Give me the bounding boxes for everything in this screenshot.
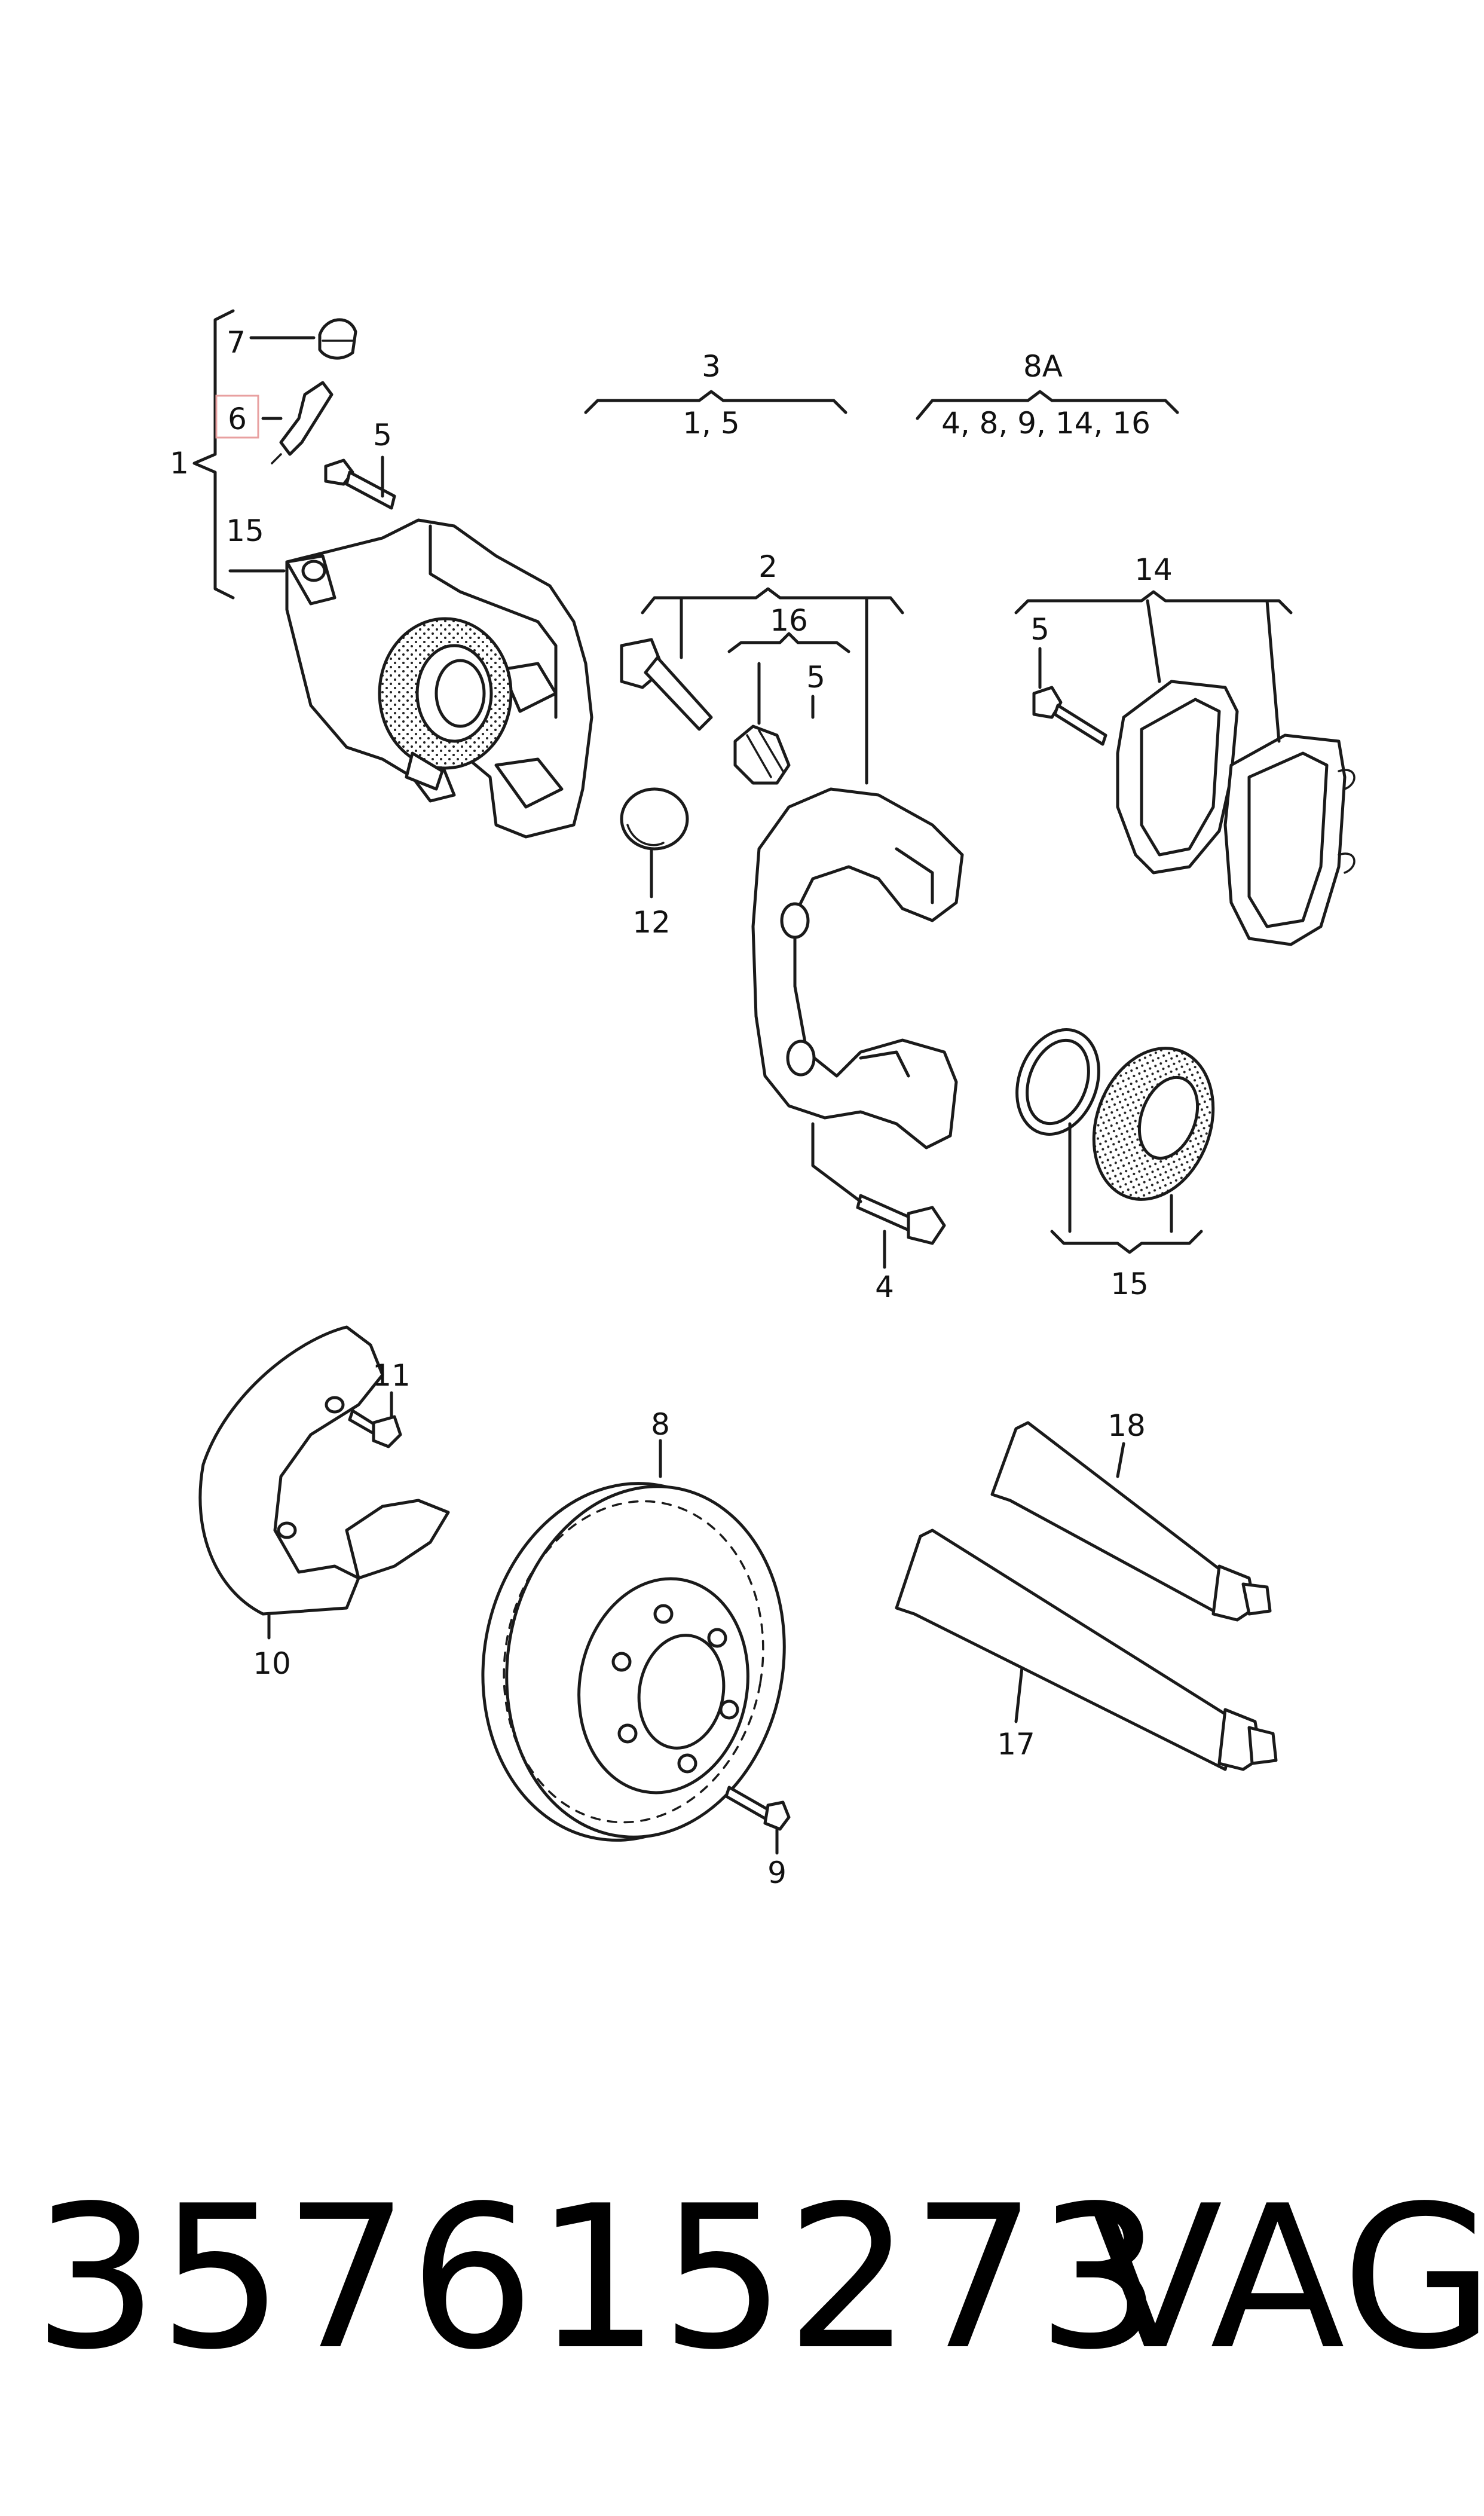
- callout-16: 16: [770, 603, 808, 638]
- callout-3: 3: [702, 349, 721, 384]
- grease-tube-large: [895, 1528, 1278, 1771]
- callout-labels: 7 6 1 15 5 3 1, 5 8A 4, 8, 9, 14, 16 2 1…: [170, 325, 1173, 1890]
- callout-8: 8: [651, 1407, 670, 1442]
- brand-name: VAG: [1088, 2163, 1484, 2393]
- callout-14: 14: [1134, 552, 1173, 587]
- callout-12: 12: [632, 905, 671, 940]
- callout-9: 9: [767, 1855, 787, 1890]
- callout-15-top: 15: [226, 513, 264, 548]
- pin-boot: [733, 724, 791, 785]
- splash-shield: [198, 1325, 450, 1616]
- disc-screw: [724, 1786, 791, 1831]
- part-number: 357615273: [33, 2163, 1162, 2393]
- caliper-carrier: [751, 787, 964, 1150]
- brake-caliper: [285, 518, 593, 839]
- callout-6: 6: [228, 402, 247, 436]
- callout-5-mid: 5: [806, 660, 825, 695]
- callout-11: 11: [372, 1358, 411, 1393]
- callout-17: 17: [997, 1727, 1035, 1762]
- callout-7: 7: [227, 325, 246, 360]
- carrier-bolt: [856, 1194, 946, 1245]
- callout-1: 1: [170, 446, 189, 481]
- caliper-bolt: [324, 458, 396, 510]
- guide-pin: [620, 638, 713, 731]
- callout-2: 2: [758, 549, 778, 584]
- caliper-cap: [620, 787, 689, 851]
- callout-10: 10: [253, 1646, 291, 1681]
- callout-8A: 8A: [1023, 349, 1063, 384]
- brake-pads: [1116, 680, 1356, 946]
- leader-lines: [192, 309, 1293, 1855]
- brake-disc: [481, 1482, 786, 1842]
- dust-cap: [318, 318, 357, 360]
- seal-ring: [1015, 1028, 1100, 1136]
- piston-boot: [1092, 1047, 1215, 1201]
- grease-tube-small: [990, 1421, 1272, 1622]
- callout-5-right: 5: [1030, 612, 1049, 647]
- callout-18: 18: [1107, 1408, 1146, 1443]
- group-3-contents: 1, 5: [683, 406, 739, 441]
- callout-15-bottom: 15: [1110, 1267, 1149, 1301]
- callout-4: 4: [875, 1270, 894, 1304]
- group-8A-contents: 4, 8, 9, 14, 16: [941, 406, 1151, 441]
- callout-5-top: 5: [373, 418, 392, 453]
- pad-bolt: [1032, 686, 1107, 746]
- highlight-box: [215, 395, 259, 439]
- bleeder-valve: [271, 381, 333, 464]
